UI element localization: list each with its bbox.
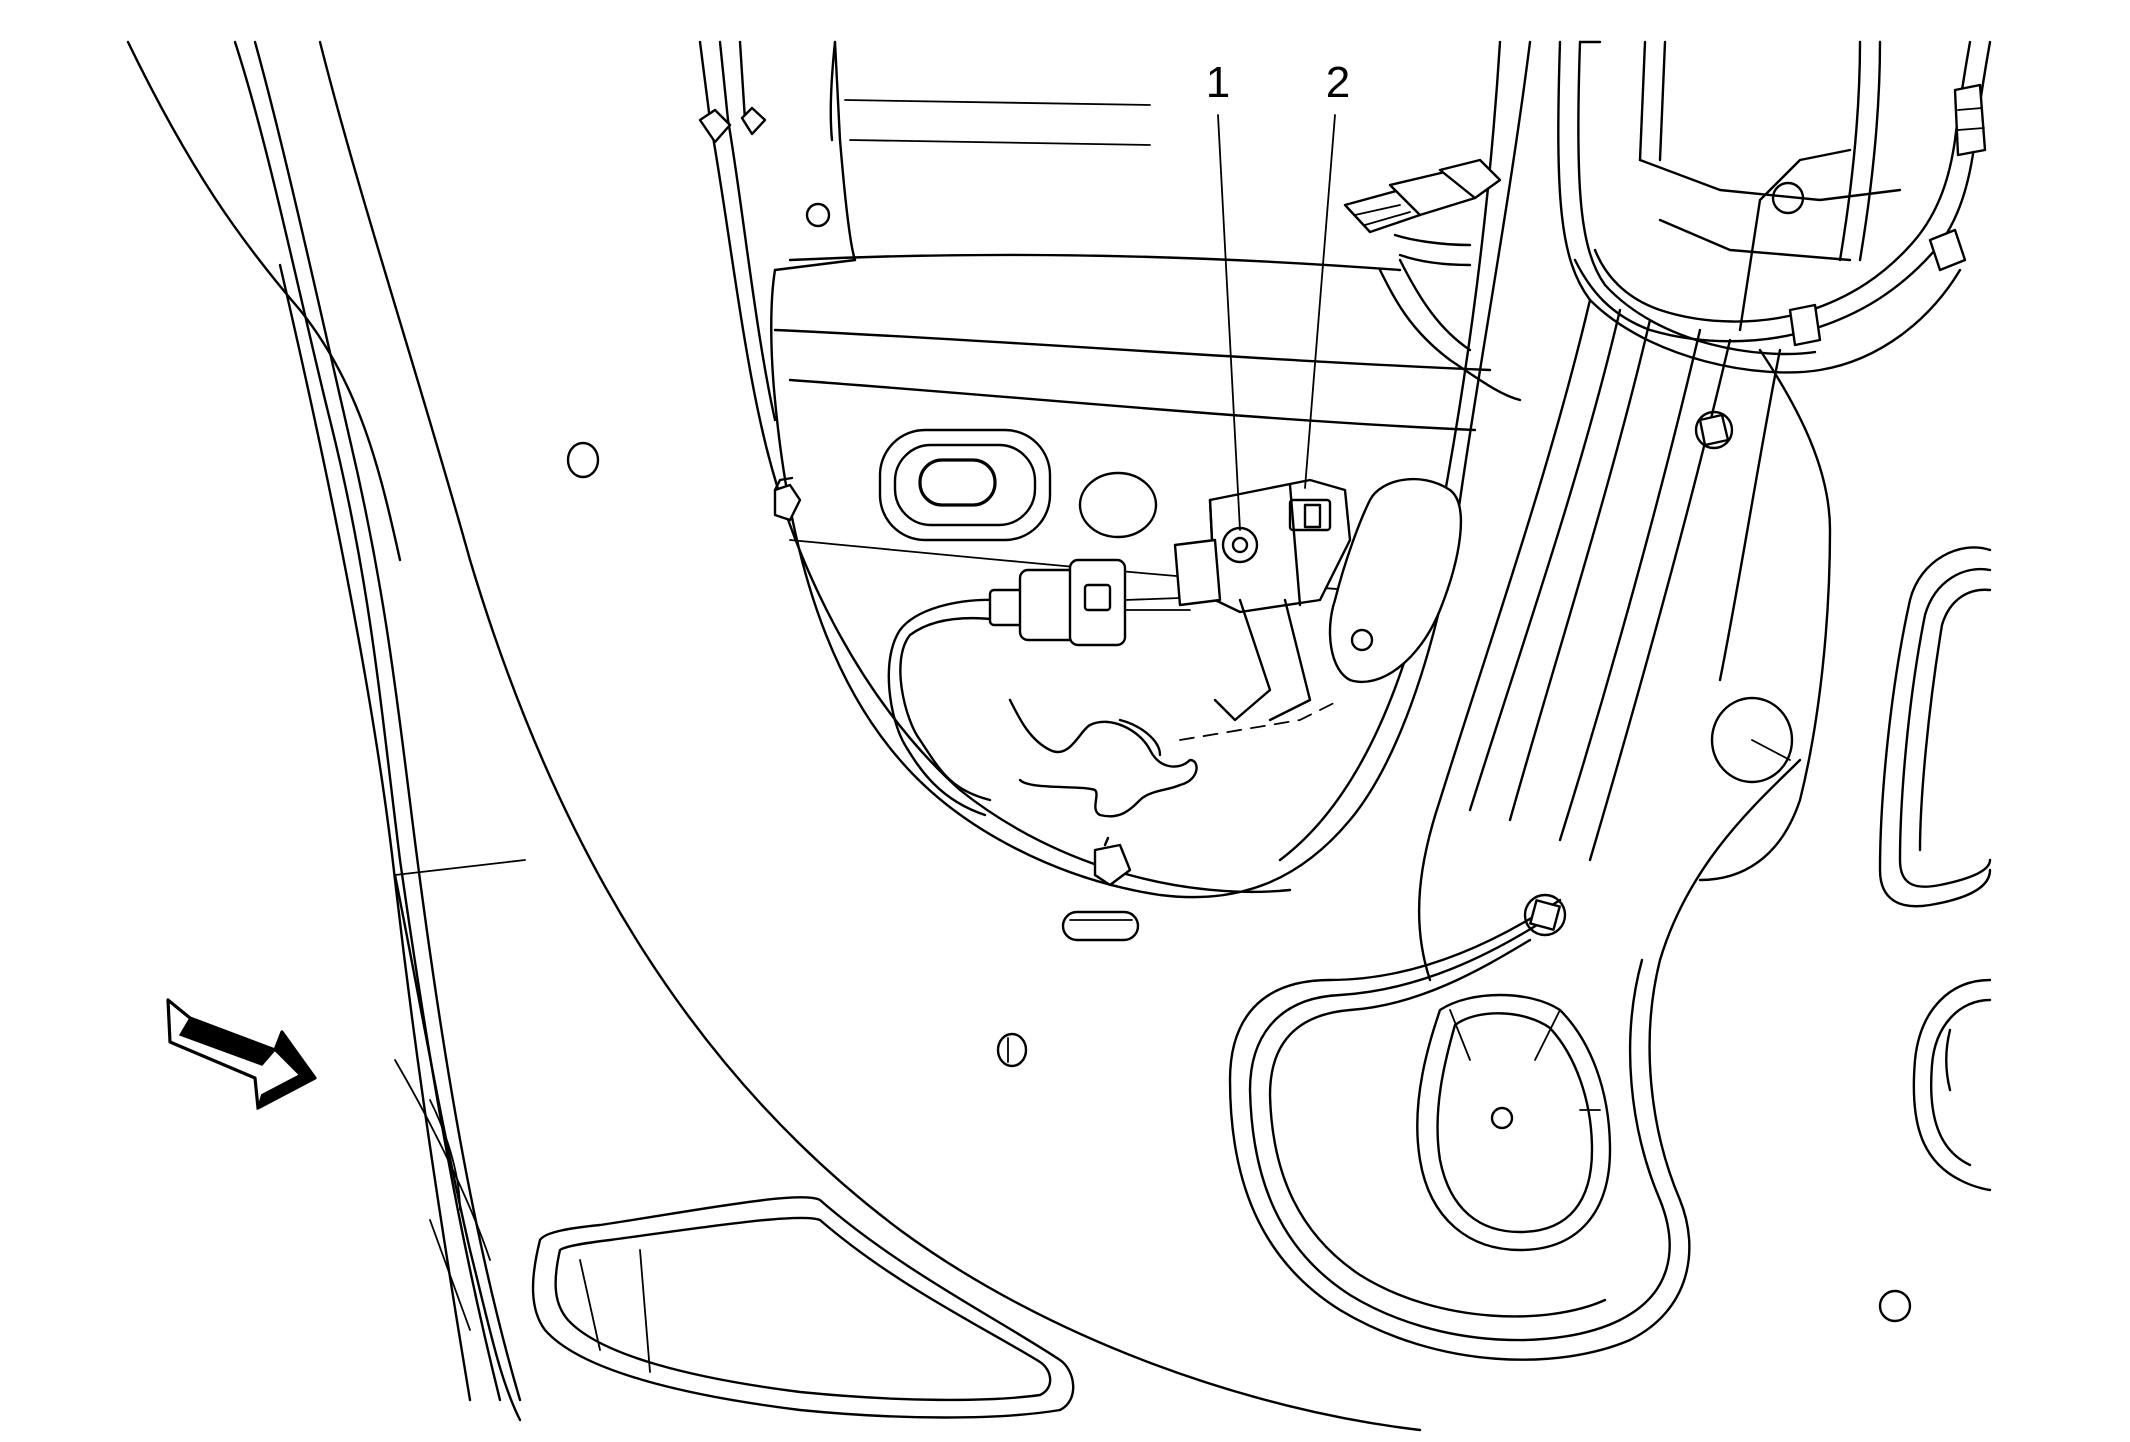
access-opening <box>770 40 1532 899</box>
hole-icon <box>996 1032 1028 1068</box>
oval-opening <box>878 428 1158 542</box>
callout-2-label: 2 <box>1326 58 1350 107</box>
lower-recess-frame <box>1228 758 1802 1361</box>
right-wire-harness <box>1573 40 1992 347</box>
top-trim-strip <box>698 40 1292 893</box>
mounting-bracket <box>1328 477 1463 683</box>
impact-sensor-module <box>1173 478 1352 741</box>
retainer-clip-left <box>773 476 802 522</box>
hole-icon <box>805 202 831 228</box>
square-retainer <box>1523 410 1734 937</box>
door-frame-right <box>1417 40 1962 982</box>
callout-2-leader <box>1304 114 1336 489</box>
retainer-clip-bottom <box>1093 836 1132 887</box>
view-direction-arrow-icon <box>166 998 317 1111</box>
panel-holes <box>566 181 1912 1323</box>
door-outer-edge <box>126 40 1422 1432</box>
lower-left-pocket <box>531 1196 1075 1419</box>
slot-opening <box>1061 910 1140 942</box>
right-pocket <box>1878 546 1992 1192</box>
hole-icon <box>1490 1106 1514 1130</box>
bolt-icon <box>1221 526 1259 564</box>
upper-electrical-connector <box>1343 158 1522 402</box>
callout-leaders <box>1217 114 1336 531</box>
wire-harness-connector <box>887 558 1191 817</box>
callout-1-label: 1 <box>1206 58 1230 107</box>
hole-icon <box>1350 628 1374 652</box>
keyhole-cutout <box>1008 698 1198 818</box>
hole-icon <box>566 441 600 479</box>
top-fastener-clips <box>698 106 831 228</box>
hole-icon <box>1878 1289 1912 1323</box>
callout-1-leader <box>1217 114 1241 531</box>
